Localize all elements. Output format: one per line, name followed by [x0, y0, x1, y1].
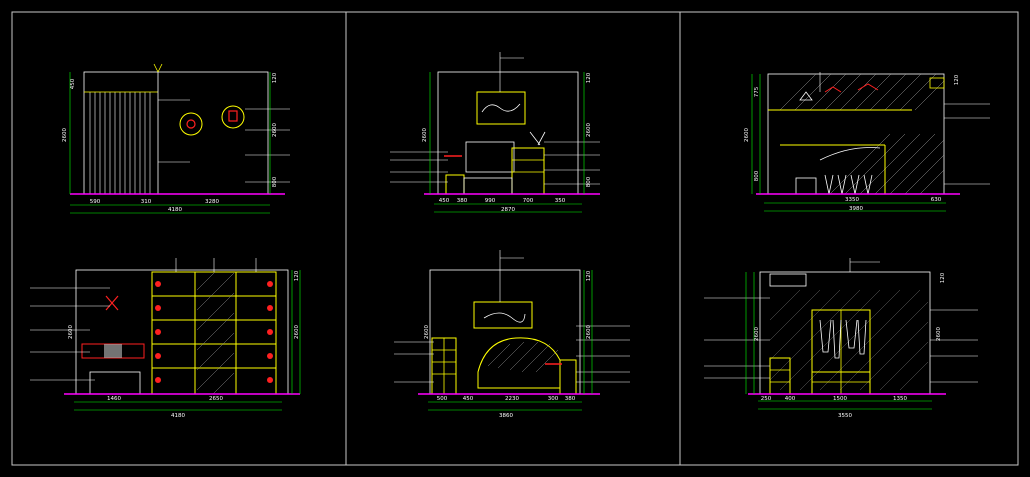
round-mirror-left: [179, 112, 203, 136]
dim-label: 2600: [62, 128, 68, 142]
dim-label: 1350: [893, 396, 907, 402]
dim-label: 350: [555, 198, 566, 204]
dimension-lines: [429, 72, 585, 213]
overall-dim-label: 3550: [838, 413, 852, 419]
dim-label: 630: [931, 197, 942, 203]
dim-label: 2600: [294, 325, 300, 339]
hatch-pattern: [196, 271, 235, 395]
wall-outline: [759, 271, 931, 395]
dim-label: 3280: [205, 199, 219, 205]
dim-label: 120: [272, 72, 278, 83]
dimension-lines: [751, 74, 946, 212]
bed-headboard: [477, 337, 561, 389]
dim-label: 120: [954, 74, 960, 85]
wall-outline: [75, 269, 289, 395]
dim-label: 400: [785, 396, 796, 402]
dim-label: 2600: [586, 325, 592, 339]
elevation-2: [390, 52, 600, 213]
dim-label: 800: [586, 176, 592, 187]
elevation-1: [69, 63, 290, 214]
bed: [463, 177, 513, 195]
dim-label: 2230: [505, 396, 519, 402]
dim-label: 590: [90, 199, 101, 205]
wall-picture: [476, 91, 526, 125]
elevation-3: [751, 72, 990, 212]
wall-outline: [83, 71, 269, 195]
air-conditioner: [769, 273, 807, 287]
desk: [465, 141, 515, 173]
dim-label: 3350: [845, 197, 859, 203]
dim-label: 700: [523, 198, 534, 204]
dim-label: 990: [485, 198, 496, 204]
dimension-labels: 590 310 3280 4180 450 2600 120 2600 800 …: [62, 72, 960, 419]
hatch-pattern: [769, 289, 929, 391]
wall-picture: [473, 301, 533, 329]
nightstand: [445, 174, 465, 195]
dim-label: 2600: [936, 327, 942, 341]
round-mirror-right: [221, 105, 245, 129]
dim-label: 2650: [209, 396, 223, 402]
dim-label: 2600: [586, 123, 592, 137]
hatch-pattern: [487, 341, 559, 373]
dim-label: 775: [754, 86, 760, 97]
overall-dim-label: 4180: [168, 207, 182, 213]
overall-dim-label: 2870: [501, 207, 515, 213]
dim-label: 800: [754, 170, 760, 181]
dim-label: 2600: [68, 325, 74, 339]
dim-label: 450: [463, 396, 474, 402]
bench: [89, 371, 141, 395]
dim-label: 300: [548, 396, 559, 402]
cabinet: [511, 147, 545, 195]
hatch-pattern: [779, 73, 945, 195]
wall-outline: [767, 73, 945, 195]
hanging-clothes: [819, 319, 867, 359]
dim-label: 250: [761, 396, 772, 402]
sheet-frame: [11, 11, 1019, 466]
dim-label: 120: [940, 272, 946, 283]
overall-dim-label: 3860: [499, 413, 513, 419]
dim-label: 2600: [424, 325, 430, 339]
wall-outline: [437, 71, 579, 195]
dim-label: 380: [457, 198, 468, 204]
elevation-6: [704, 258, 978, 410]
elevation-4: [30, 258, 301, 411]
dim-label: 2600: [754, 327, 760, 341]
dimension-lines: [74, 270, 301, 411]
dim-label: 2600: [744, 128, 750, 142]
hanging-clothes: [824, 174, 873, 195]
dimension-lines: [69, 72, 271, 214]
dim-label: 1460: [107, 396, 121, 402]
outer-border: [11, 11, 1019, 466]
curtain: [89, 92, 151, 194]
wall-outline: [429, 269, 581, 395]
dimension-lines: [428, 270, 593, 411]
elevation-5: [394, 250, 630, 411]
dim-label: 450: [70, 78, 76, 89]
dim-label: 310: [141, 199, 152, 205]
dim-label: 380: [565, 396, 576, 402]
overall-dim-label: 4180: [171, 413, 185, 419]
dim-label: 500: [437, 396, 448, 402]
dim-label: 120: [294, 270, 300, 281]
dim-label: 2600: [272, 123, 278, 137]
shelf-lights: [155, 281, 273, 383]
dim-label: 120: [586, 72, 592, 83]
dim-label: 120: [586, 270, 592, 281]
dim-label: 2600: [422, 128, 428, 142]
dim-label: 1500: [833, 396, 847, 402]
dim-label: 450: [439, 198, 450, 204]
drawer-unit: [769, 357, 791, 395]
dim-label: 800: [272, 176, 278, 187]
dimension-lines: [745, 272, 932, 410]
overall-dim-label: 3980: [849, 206, 863, 212]
